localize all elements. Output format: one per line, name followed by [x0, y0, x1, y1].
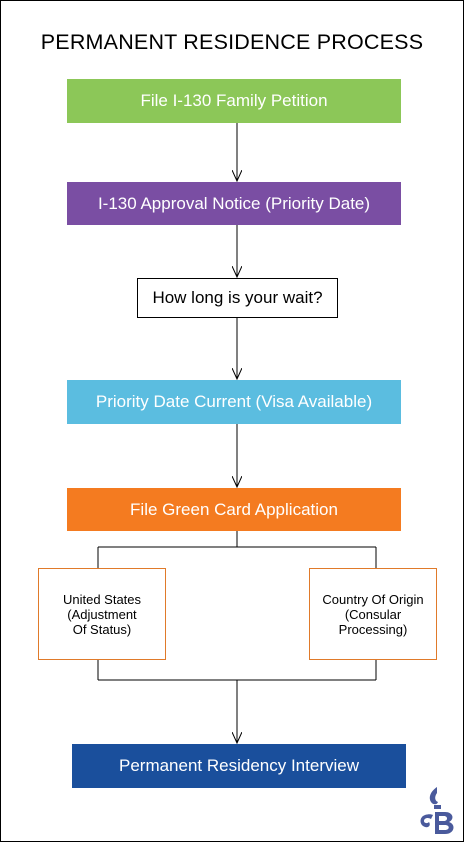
- step-file-green-card: File Green Card Application: [67, 488, 401, 531]
- step-file-i130: File I-130 Family Petition: [67, 79, 401, 123]
- step-priority-date-current: Priority Date Current (Visa Available): [67, 380, 401, 424]
- wait-question-box: How long is your wait?: [137, 278, 338, 318]
- page-title: PERMANENT RESIDENCE PROCESS: [40, 30, 424, 54]
- step-residency-interview: Permanent Residency Interview: [72, 744, 406, 788]
- brand-logo-icon: [420, 787, 454, 834]
- option-consular-processing: Country Of Origin (Consular Processing): [309, 568, 437, 660]
- option-left-label: United States (Adjustment Of Status): [62, 591, 142, 637]
- logo-flame: [429, 787, 438, 805]
- option-adjustment-of-status: United States (Adjustment Of Status): [38, 568, 166, 660]
- option-right-label: Country Of Origin (Consular Processing): [322, 591, 424, 637]
- logo-torch: [434, 805, 441, 809]
- step-i130-approval: I-130 Approval Notice (Priority Date): [67, 182, 401, 225]
